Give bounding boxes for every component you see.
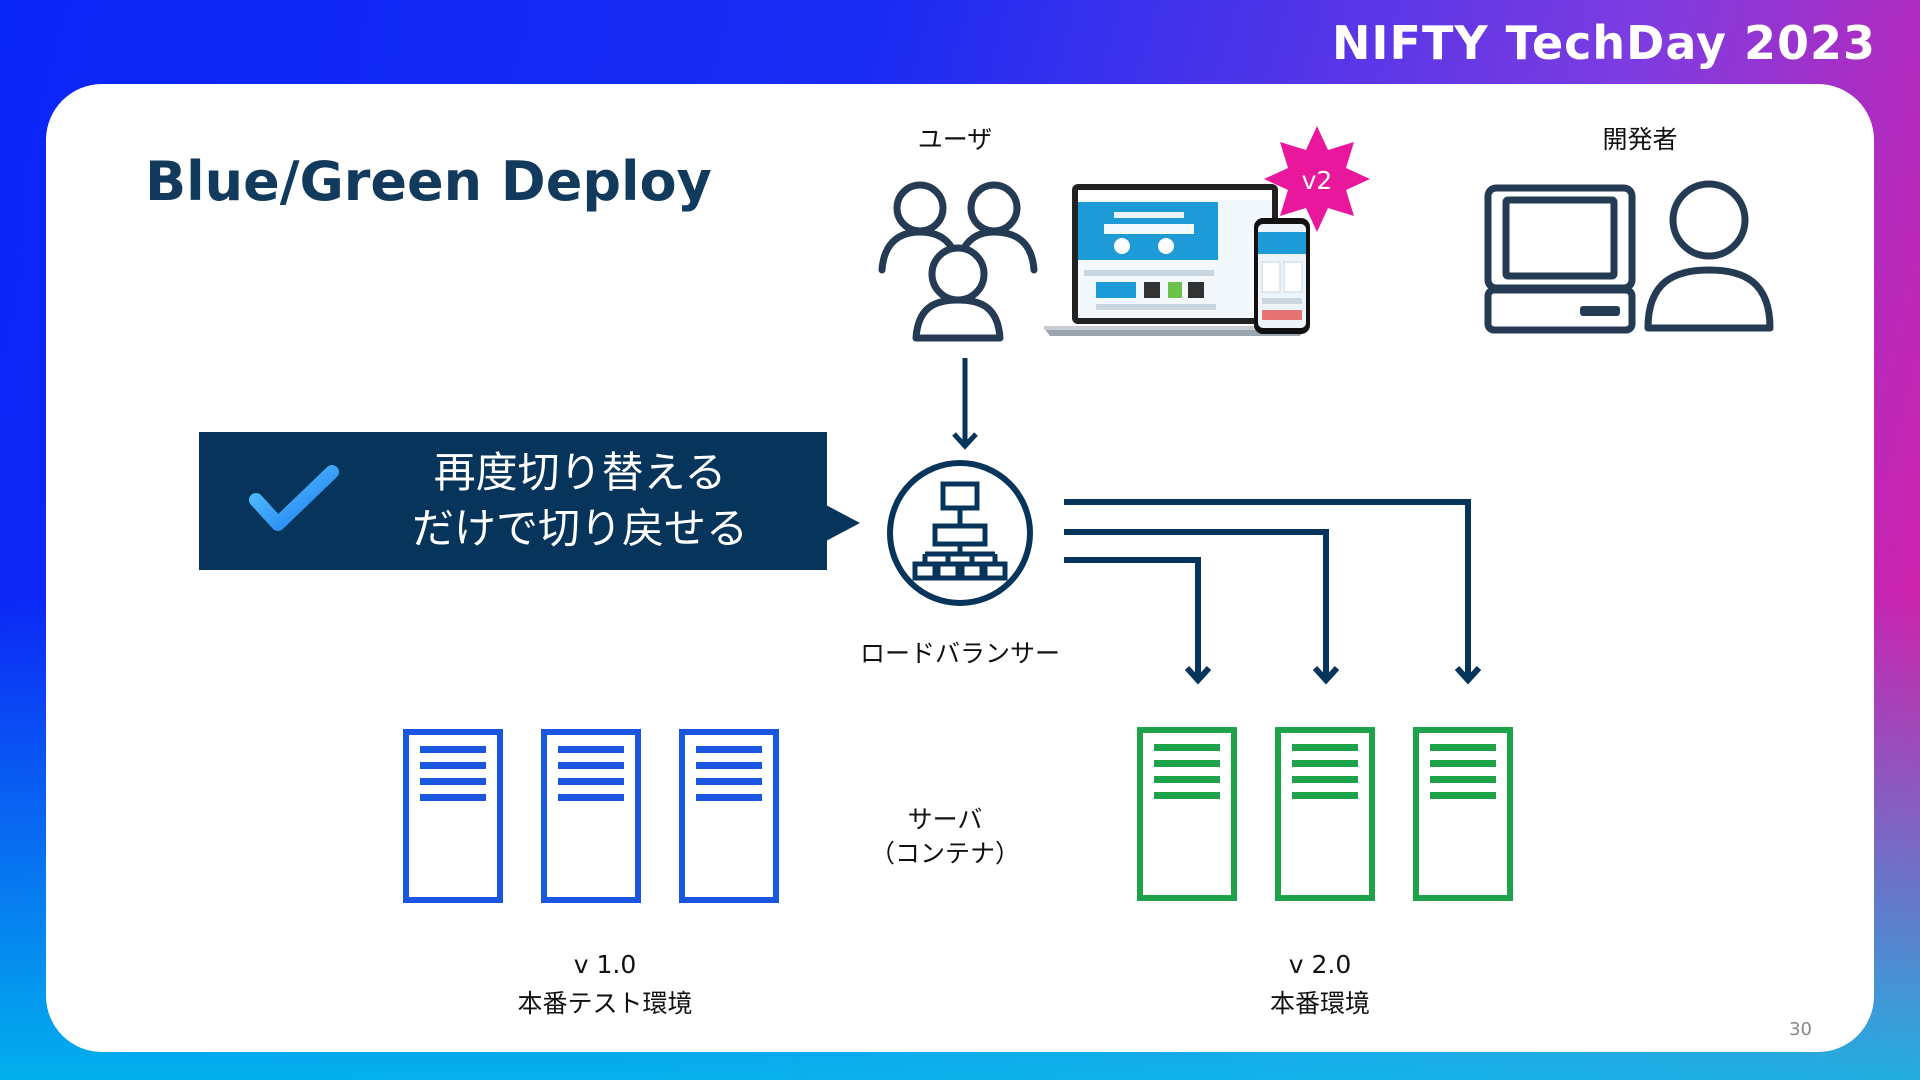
green-server-group	[1137, 727, 1513, 901]
server-rack-icon	[679, 729, 779, 903]
server-rack-icon	[1137, 727, 1237, 901]
person-head	[1669, 180, 1749, 260]
env-v2-name: 本番環境	[1269, 989, 1370, 1018]
users-group-icon	[878, 181, 1038, 342]
slide-title: Blue/Green Deploy	[145, 150, 712, 213]
developer-label: 開発者	[1602, 125, 1678, 154]
load-balancer-label: ロードバランサー	[859, 639, 1060, 668]
monitor-screen	[1502, 196, 1618, 280]
version-badge-icon	[1264, 126, 1370, 232]
callout-pointer	[826, 505, 860, 541]
callout-line1: 再度切り替える	[433, 448, 727, 497]
network-hierarchy-icon	[887, 460, 1033, 606]
checkmark-icon	[249, 465, 339, 531]
env-v2-version: v 2.0	[1288, 950, 1352, 979]
callout-line2: だけで切り戻せる	[411, 504, 748, 553]
blue-server-group	[403, 729, 779, 903]
server-label-line2: （コンテナ）	[869, 839, 1020, 868]
computer-with-person-icon	[1484, 180, 1774, 334]
person-body	[1644, 266, 1774, 332]
callout-text: 再度切り替える だけで切り戻せる	[340, 445, 820, 557]
arrow-users-to-lb	[952, 358, 978, 450]
env-v1-name: 本番テスト環境	[517, 989, 693, 1018]
env-v1-version: v 1.0	[573, 950, 637, 979]
server-rack-icon	[1413, 727, 1513, 901]
users-label: ユーザ	[917, 125, 993, 154]
server-label-line1: サーバ	[907, 805, 983, 834]
arrows-lb-to-green-servers	[1064, 499, 1482, 685]
page-number: 30	[1789, 1019, 1812, 1040]
computer-base	[1484, 286, 1636, 334]
server-rack-icon	[541, 729, 641, 903]
server-rack-icon	[403, 729, 503, 903]
laptop-phone-screenshot-icon	[1044, 184, 1310, 336]
server-rack-icon	[1275, 727, 1375, 901]
version-badge-label: v2	[1301, 166, 1333, 195]
brand-logo: NIFTY TechDay 2023	[1331, 16, 1876, 70]
